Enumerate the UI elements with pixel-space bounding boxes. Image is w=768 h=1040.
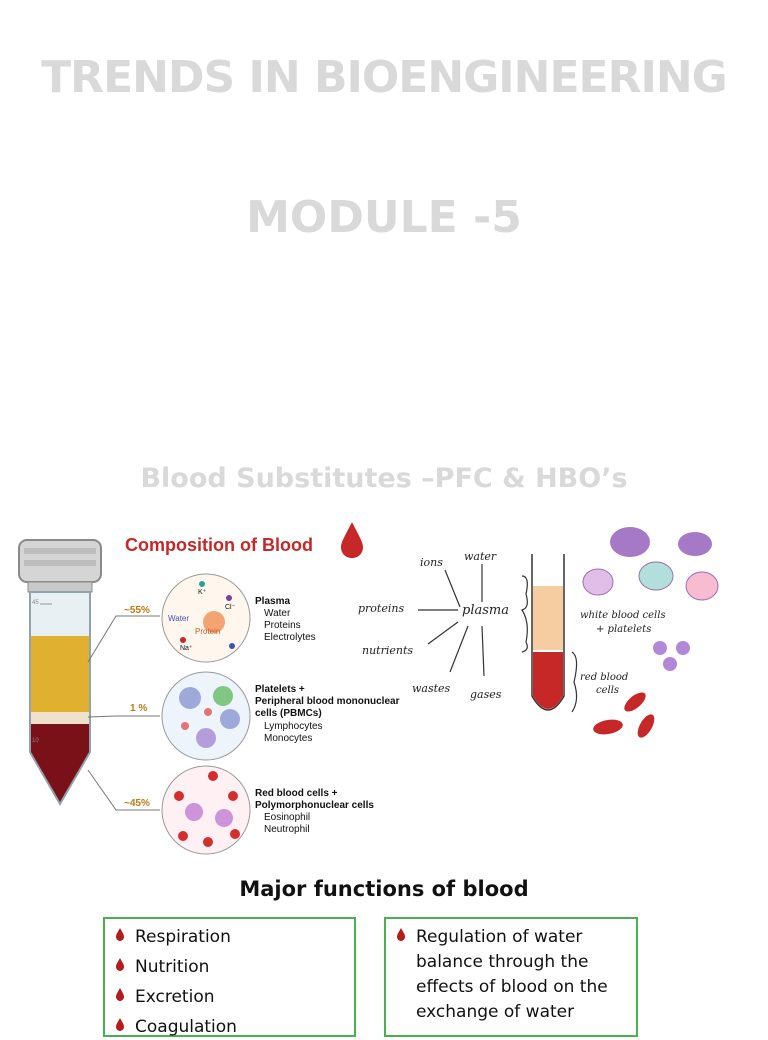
blood-drop-icon [116,928,124,941]
function-line: effects of blood on the [416,977,608,997]
blood-drop-icon [397,928,405,941]
sketch-ray-label: ions [420,556,443,569]
buffy-item: Monocytes [264,733,313,744]
buffy-title: cells (PBMCs) [255,708,322,719]
blood-drop-icon [116,988,124,1001]
pct-rbc: ~45% [124,798,150,809]
rbc-item: Neutrophil [264,824,310,835]
pct-plasma: ~55% [124,605,150,616]
blood-tube-illustration [18,522,363,855]
function-item: Excretion [113,985,354,1010]
title-line-1: TRENDS IN BIOENGINEERING [41,52,728,103]
tube-scale-10: 10 [32,738,39,744]
rbc-title: Polymorphonuclear cells [255,800,374,811]
blood-drop-icon [116,1018,124,1031]
function-item: Nutrition [113,955,354,980]
blood-drop-icon [116,958,124,971]
plasma-item: Electrolytes [264,632,316,643]
plasma-title: Plasma [255,596,291,607]
sketch-ray-label: proteins [358,602,405,615]
function-line: exchange of water [416,1002,575,1022]
rbc-label: cells [596,685,620,696]
function-label: Nutrition [135,957,210,977]
rbc-title: Red blood cells + [255,788,338,799]
sketch-center-label: plasma [462,603,509,618]
functions-heading: Major functions of blood [239,877,529,901]
circle-label-k: K⁺ [198,589,207,596]
circle-label-na: Na⁺ [180,645,193,652]
function-item: Regulation of water balance through the … [394,925,636,1025]
function-label: Coagulation [135,1017,237,1037]
buffy-title: Peripheral blood mononuclear [255,696,400,707]
subtitle: Blood Substitutes –PFC & HBO’s [140,463,628,494]
functions-right-box: Regulation of water balance through the … [384,917,638,1037]
function-label: Respiration [135,927,231,947]
pct-buffy: 1 % [130,703,148,714]
function-item: Respiration [113,925,354,950]
sketch-figure: plasma ions water proteins nutrients was… [350,512,768,762]
circle-label-cl: Cl⁻ [225,604,236,611]
function-line: Regulation of water [416,927,583,947]
plasma-item: Water [264,608,291,619]
sketch-ray-label: wastes [412,682,451,695]
circle-label-water: Water [168,614,190,623]
title-line-2: MODULE -5 [246,192,522,243]
rbc-item: Eosinophil [264,812,311,823]
function-item: Coagulation [113,1015,354,1040]
wbc-label: + platelets [596,624,652,635]
composition-heading: Composition of Blood [125,535,313,555]
circle-label-protein: Protein [195,627,221,636]
rbc-label: red blood [580,672,629,683]
composition-figure: Composition of Blood 10 45 ~55% 1 % ~45%… [0,512,410,862]
buffy-item: Lymphocytes [264,721,323,732]
sketch-ray-label: water [464,550,497,563]
sketch-ray-label: nutrients [362,644,414,657]
functions-left-box: Respiration Nutrition Excretion Coagulat… [103,917,356,1037]
tube-scale-45: 45 [32,600,39,606]
sketch-ray-label: gases [470,688,502,701]
function-label: Excretion [135,987,215,1007]
function-text-block: Regulation of water balance through the … [416,925,608,1025]
plasma-item: Proteins [264,620,301,631]
wbc-label: white blood cells [580,610,666,621]
buffy-title: Platelets + [255,684,305,695]
function-line: balance through the [416,952,589,972]
sketch-illustration [418,527,719,738]
